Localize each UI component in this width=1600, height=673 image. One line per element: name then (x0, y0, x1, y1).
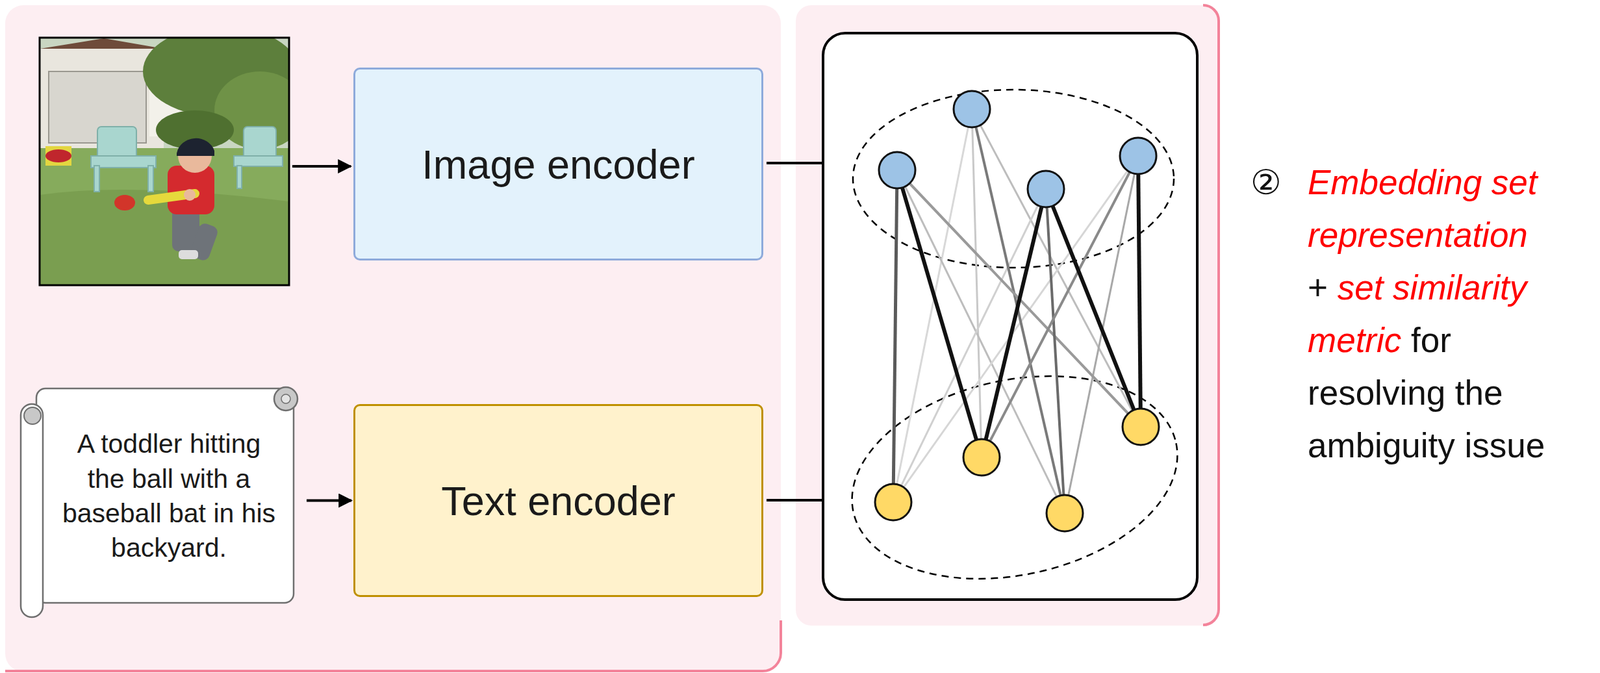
photo-arrow (292, 165, 351, 168)
connector-arrow (306, 499, 352, 503)
text-embedding (1122, 408, 1159, 445)
embedding-space-box (823, 33, 1198, 600)
note-text: + (1307, 268, 1328, 307)
image-embedding (953, 90, 991, 128)
encoder-panel (5, 5, 781, 672)
text-embedding (1046, 495, 1083, 532)
similarity-line (971, 109, 982, 458)
image-embedding (878, 152, 916, 189)
similarity-line (1045, 189, 1141, 427)
embedding-points (875, 90, 1159, 532)
similarity-line (893, 170, 898, 503)
text-encoder-box: Text encoder (353, 404, 764, 597)
emphasis-text: Embedding set representation (1307, 163, 1538, 254)
encoder-label: Image encoder (421, 140, 695, 188)
set-panel (795, 5, 1220, 626)
caption-text: A toddler hitting the ball with a baseba… (58, 426, 280, 566)
similarity-line (981, 189, 1046, 458)
similarity-line (1064, 155, 1139, 514)
similarity-line (981, 155, 1139, 458)
text-embedding (875, 483, 912, 521)
similarity-line (1045, 189, 1065, 514)
callout-note: ②Embedding set representation+ set simil… (1307, 155, 1594, 472)
caption-scroll: A toddler hitting the ball with a baseba… (18, 379, 306, 620)
similarity-line (897, 170, 982, 458)
image-embedding (1027, 170, 1065, 208)
similarity-lines (893, 109, 1141, 514)
callout-number: ② (1250, 155, 1299, 209)
photo (39, 25, 306, 286)
encoder-label: Text encoder (441, 477, 676, 525)
text-embedding (963, 439, 1000, 476)
similarity-line (1138, 155, 1141, 427)
image-embedding (1119, 137, 1157, 175)
image-encoder-box: Image encoder (353, 67, 764, 261)
